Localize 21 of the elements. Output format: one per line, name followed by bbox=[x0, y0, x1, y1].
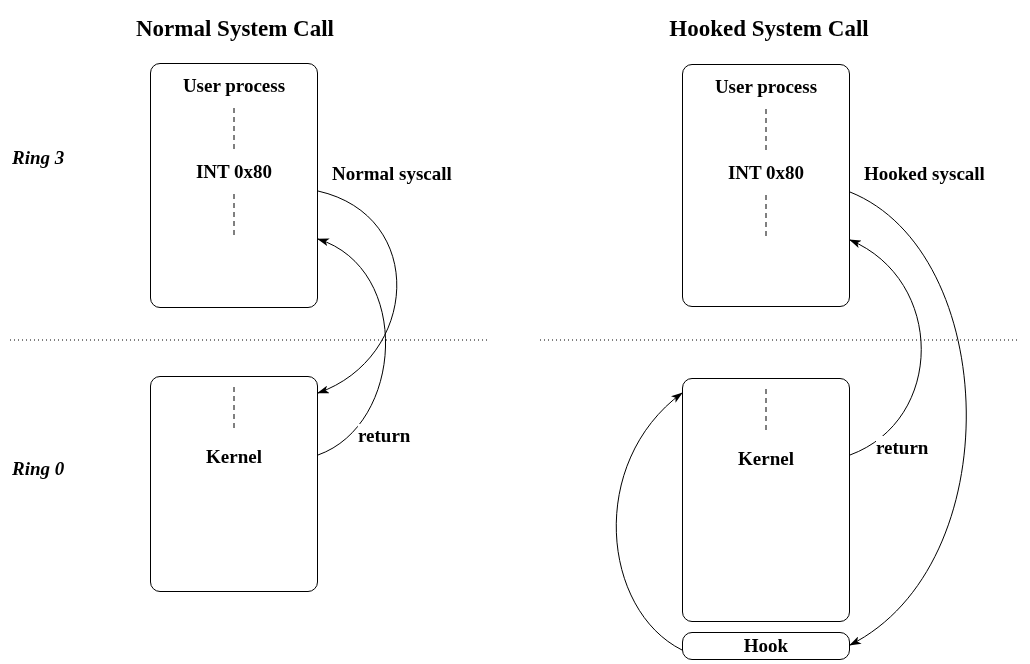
node-text: INT 0x80 bbox=[727, 160, 805, 185]
process-box bbox=[150, 63, 318, 308]
ring-label: Ring 0 bbox=[12, 457, 65, 481]
curved-arrow bbox=[317, 190, 398, 394]
node-text: User process bbox=[714, 75, 818, 99]
node-text: User process bbox=[182, 74, 286, 98]
curved-arrow bbox=[849, 191, 967, 646]
node-text: INT 0x80 bbox=[195, 159, 273, 184]
hook-box bbox=[682, 632, 850, 660]
curved-arrow bbox=[317, 238, 386, 456]
node-text: Hook bbox=[743, 634, 789, 658]
curved-arrow bbox=[849, 239, 922, 456]
process-box bbox=[150, 376, 318, 592]
curved-arrow bbox=[615, 392, 683, 651]
ring-label: Ring 3 bbox=[12, 146, 65, 170]
diagram-heading: Normal System Call bbox=[135, 15, 335, 43]
diagram-heading: Hooked System Call bbox=[668, 15, 870, 43]
node-text: Kernel bbox=[206, 445, 262, 469]
process-box bbox=[682, 64, 850, 307]
process-box bbox=[682, 378, 850, 622]
node-text: Kernel bbox=[738, 447, 794, 471]
